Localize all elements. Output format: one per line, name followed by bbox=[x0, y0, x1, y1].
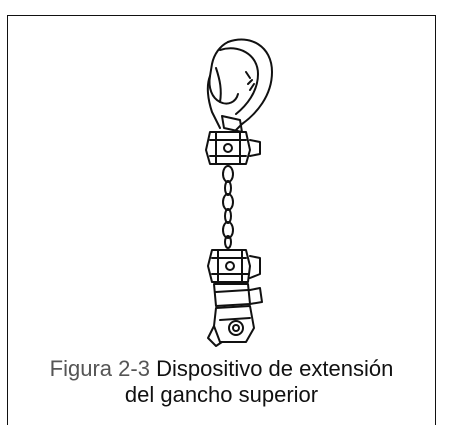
lower-body bbox=[213, 283, 263, 307]
caption-line-2: del gancho superior bbox=[124, 382, 319, 407]
upper-shackle bbox=[205, 131, 261, 165]
hook-extension-device-illustration bbox=[205, 38, 273, 347]
figure-number: Figura 2-3 bbox=[49, 356, 150, 381]
caption-text-1: Dispositivo de extensión bbox=[156, 356, 394, 381]
figure-frame bbox=[7, 15, 436, 425]
chain bbox=[222, 165, 234, 249]
bottom-clevis bbox=[207, 305, 255, 347]
middle-shackle bbox=[207, 249, 261, 283]
figure-caption: Figura 2-3 Dispositivo de extensión del … bbox=[8, 356, 435, 408]
hook-part bbox=[206, 38, 273, 133]
caption-line-1: Figura 2-3 Dispositivo de extensión bbox=[8, 356, 435, 382]
